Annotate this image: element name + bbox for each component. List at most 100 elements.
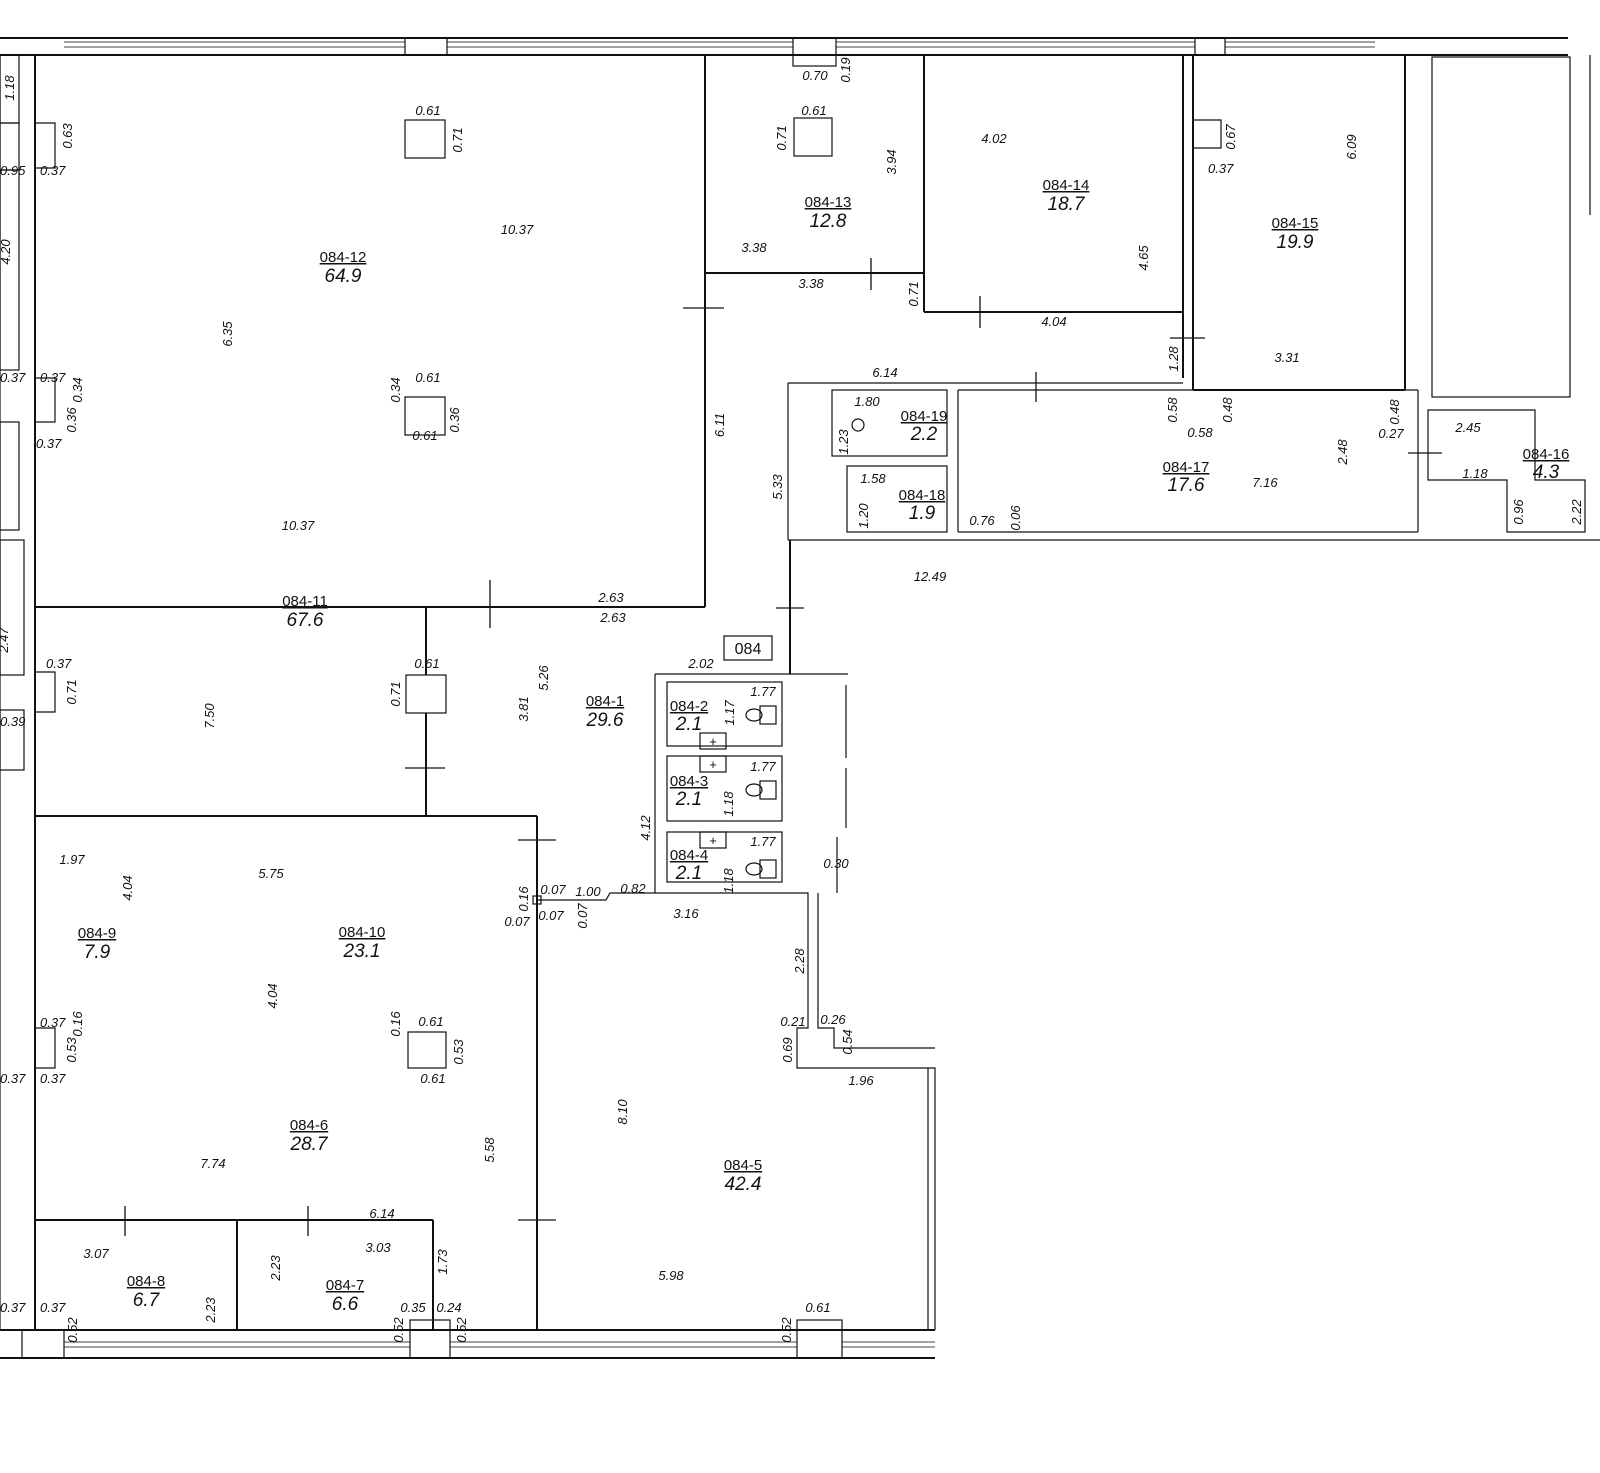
room-area-084-4: 2.1 [675, 863, 702, 884]
room-area-084-12: 64.9 [325, 266, 362, 287]
dimension-label: 0.82 [620, 881, 646, 896]
dimension-label: 0.52 [454, 1317, 469, 1343]
dimension-label: 0.95 [0, 163, 26, 178]
dimension-label: 7.50 [202, 703, 217, 729]
dimension-label: 0.37 [36, 436, 62, 451]
room-area-084-7: 6.6 [332, 1294, 359, 1315]
room-area-084-16: 4.3 [1533, 462, 1560, 483]
room-id-084-7: 084-7 [326, 1277, 364, 1294]
dimension-label: 0.36 [64, 407, 79, 433]
dimension-label: 0.53 [451, 1039, 466, 1065]
room-area-084-9: 7.9 [84, 942, 111, 963]
dimension-label: 0.06 [1008, 505, 1023, 531]
sink-icon: + [699, 755, 727, 773]
room-area-084-13: 12.8 [810, 211, 847, 232]
dimension-label: 0.07 [575, 903, 590, 929]
dimension-label: 0.67 [1223, 124, 1238, 150]
dimension-label: 2.23 [268, 1255, 283, 1282]
dimension-label: 1.96 [848, 1073, 874, 1088]
sink-icon: + [699, 732, 727, 750]
dimension-label: 1.18 [2, 75, 17, 101]
svg-text:+: + [709, 833, 717, 848]
dimension-label: 0.63 [60, 123, 75, 149]
dimension-label: 0.37 [40, 163, 66, 178]
toilet-icon [745, 859, 777, 879]
room-area-084-17: 17.6 [1168, 475, 1205, 496]
dimension-label: 0.76 [969, 513, 995, 528]
fixture-circle-icon [851, 418, 865, 432]
dimension-label: 5.75 [258, 866, 284, 881]
room-id-084-18: 084-18 [899, 487, 946, 504]
room-area-084-15: 19.9 [1277, 232, 1314, 253]
dimension-label: 1.18 [721, 868, 736, 894]
dimension-label: 5.58 [482, 1137, 497, 1163]
dimension-label: 0.61 [801, 103, 826, 118]
dimension-label: 0.37 [0, 1300, 26, 1315]
dimension-label: 0.34 [388, 377, 403, 402]
room-area-084-2: 2.1 [675, 714, 702, 735]
dimension-label: 10.37 [501, 222, 534, 237]
dimension-label: 0.70 [802, 68, 828, 83]
dimension-label: 1.23 [836, 429, 851, 455]
svg-text:+: + [709, 734, 717, 749]
room-id-084-14: 084-14 [1043, 177, 1090, 194]
room-id-084-5: 084-5 [724, 1157, 762, 1174]
dimension-label: 4.04 [1041, 314, 1066, 329]
dimension-label: 0.16 [70, 1011, 85, 1037]
room-labels: 084-12 64.9 084-11 67.6 084-13 12.8 084-… [78, 177, 1570, 1315]
dimension-label: 2.48 [1335, 439, 1350, 466]
dimension-label: 3.03 [365, 1240, 391, 1255]
dimension-label: 0.37 [40, 1015, 66, 1030]
dimension-label: 0.71 [906, 281, 921, 306]
dimension-label: 1.73 [435, 1249, 450, 1275]
dimension-label: 7.16 [1252, 475, 1278, 490]
dimension-label: 10.37 [282, 518, 315, 533]
room-id-084-10: 084-10 [339, 924, 386, 941]
dimension-label: 0.58 [1165, 397, 1180, 423]
dimension-labels: 1.18 0.63 0.37 0.61 0.71 10.37 6.35 0.37… [0, 57, 1584, 1342]
dimension-label: 2.28 [792, 948, 807, 975]
dimension-label: 0.96 [1511, 499, 1526, 525]
dimension-label: 0.21 [780, 1014, 805, 1029]
room-id-084-3: 084-3 [670, 773, 708, 790]
dimension-label: 3.38 [741, 240, 767, 255]
svg-text:+: + [709, 757, 717, 772]
room-id-084-13: 084-13 [805, 194, 852, 211]
dimension-label: 1.18 [721, 791, 736, 817]
dimension-label: 2.47 [0, 627, 11, 654]
dimension-label: 0.37 [0, 370, 26, 385]
room-id-084-8: 084-8 [127, 1273, 165, 1290]
dimension-label: 4.20 [0, 239, 13, 265]
plan-label: 084 [735, 641, 762, 658]
room-area-084-10: 23.1 [343, 941, 381, 962]
room-id-084-19: 084-19 [901, 408, 948, 425]
room-id-084-11: 084-11 [282, 593, 328, 610]
dimension-label: 1.00 [575, 884, 601, 899]
dimension-label: 5.26 [536, 665, 551, 691]
dimension-label: 3.94 [884, 149, 899, 174]
dimension-label: 1.18 [1462, 466, 1488, 481]
dimension-label: 3.81 [516, 696, 531, 721]
dimension-label: 5.33 [770, 474, 785, 500]
dimension-label: 6.35 [220, 321, 235, 347]
room-id-084-4: 084-4 [670, 847, 708, 864]
dimension-label: 1.17 [722, 700, 737, 726]
dimension-label: 0.35 [400, 1300, 426, 1315]
dimension-label: 0.16 [516, 886, 531, 912]
dimension-label: 0.19 [838, 57, 853, 82]
room-id-084-9: 084-9 [78, 925, 116, 942]
dimension-label: 0.07 [504, 914, 530, 929]
dimension-label: 2.23 [203, 1297, 218, 1324]
room-area-084-8: 6.7 [133, 1290, 161, 1311]
dimension-label: 3.31 [1274, 350, 1299, 365]
dimension-label: 3.38 [798, 276, 824, 291]
dimension-label: 2.63 [597, 590, 624, 605]
dimension-label: 0.61 [420, 1071, 445, 1086]
plan-label-frame [723, 635, 773, 661]
dimension-label: 1.77 [750, 834, 776, 849]
dimension-label: 4.04 [265, 983, 280, 1008]
room-id-084-2: 084-2 [670, 698, 708, 715]
room-id-084-1: 084-1 [586, 693, 624, 710]
dimension-label: 0.61 [414, 656, 439, 671]
